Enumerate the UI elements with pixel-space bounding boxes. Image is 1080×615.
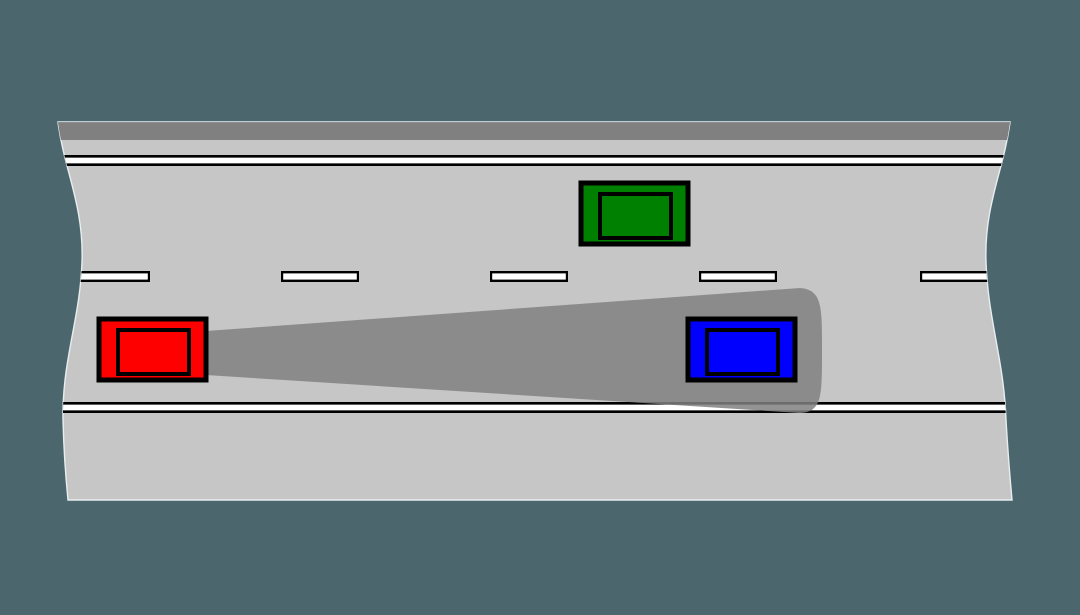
vehicle-target-blue-cabin xyxy=(705,328,780,376)
road-shoulder-band xyxy=(58,122,1012,140)
radar-sensor-cone xyxy=(206,288,822,413)
solid-lane-line-top xyxy=(58,155,1012,166)
lane-dash xyxy=(699,271,777,282)
solid-lane-line-top-fill xyxy=(58,157,1012,164)
road-shoulder-highlight xyxy=(58,122,1012,123)
radar-sensor-cone-shape xyxy=(206,288,822,413)
vehicle-ego-red[interactable] xyxy=(96,316,209,383)
vehicle-other-green-cabin xyxy=(598,192,673,240)
lane-dash xyxy=(281,271,359,282)
solid-lane-line-bottom xyxy=(58,402,1012,413)
vehicle-other-green[interactable] xyxy=(578,180,691,247)
dashed-lane-markings xyxy=(72,271,998,282)
lane-dash xyxy=(490,271,568,282)
solid-lane-line-bottom-fill xyxy=(58,404,1012,411)
lane-dash xyxy=(920,271,998,282)
vehicle-target-blue[interactable] xyxy=(685,316,798,383)
lane-dash xyxy=(72,271,150,282)
vehicle-ego-red-cabin xyxy=(116,328,191,376)
